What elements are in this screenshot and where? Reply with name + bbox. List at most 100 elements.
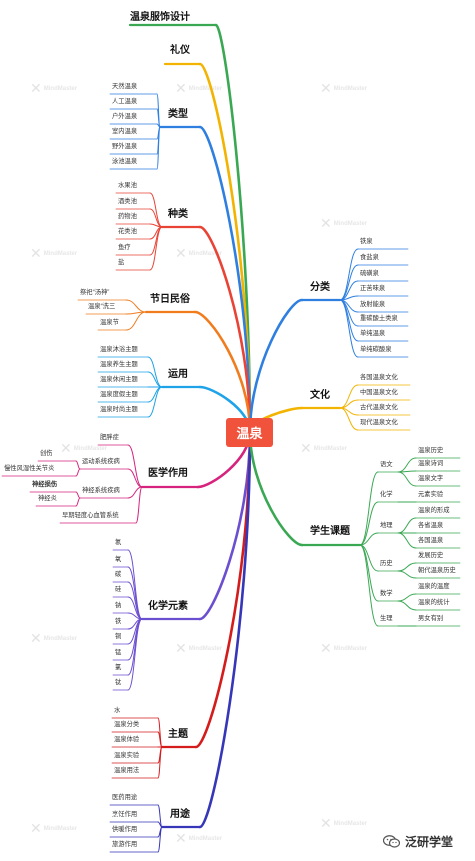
watermark-text: MindMaster [313,445,348,452]
branch-medical[interactable]: 医学作用 [148,468,188,479]
elements-leaf[interactable]: 碳 [115,571,122,578]
medical-leaf-line [75,497,81,507]
study-sub[interactable]: 历史 [380,560,393,567]
study-sub[interactable]: 语文 [380,461,393,468]
culture-leaf[interactable]: 现代温泉文化 [360,419,398,426]
apply-leaf[interactable]: 温泉沐浴主题 [100,346,138,353]
medical-sub[interactable]: 肥胖症 [100,434,119,441]
usage-leaf[interactable]: 供暖作用 [112,826,138,833]
usage-leaf[interactable]: 旅游作用 [112,841,138,848]
medical-leaf[interactable]: 神经炎 [38,495,57,502]
elements-leaf[interactable]: 氡 [115,539,122,546]
culture-leaf[interactable]: 各国温泉文化 [360,374,398,381]
study-leaf[interactable]: 男女有别 [418,615,444,622]
elements-leaf[interactable]: 铜 [115,633,122,640]
types-leaf[interactable]: 户外温泉 [112,113,138,120]
kinds-leaf[interactable]: 药物池 [118,213,137,220]
kinds-leaf[interactable]: 酒类池 [118,198,137,205]
kinds-leaf[interactable]: 鱼疗 [118,244,131,251]
branch-types[interactable]: 类型 [168,109,188,120]
branch-elements[interactable]: 化学元素 [148,601,188,612]
types-leaf[interactable]: 人工温泉 [112,98,138,105]
usage-leaf-line [157,826,163,853]
classification-leaf[interactable]: 铁泉 [360,238,373,245]
theme-leaf[interactable]: 温泉分类 [114,721,140,728]
types-leaf[interactable]: 天然温泉 [112,83,138,90]
classification-leaf[interactable]: 单纯温泉 [360,330,386,337]
usage-leaf[interactable]: 医药用途 [112,794,138,801]
medical-leaf-line [75,468,81,477]
study-leaf[interactable]: 温泉的统计 [418,599,450,606]
apply-leaf[interactable]: 温泉时尚主题 [100,406,138,413]
branch-apply[interactable]: 运用 [168,369,188,380]
study-leaf[interactable]: 温泉诗词 [418,460,444,467]
branch-etiquette[interactable]: 礼仪 [170,45,190,56]
kinds-leaf[interactable]: 盐 [118,259,125,266]
elements-leaf[interactable]: 氧 [115,556,122,563]
study-leaf[interactable]: 元素实验 [418,491,444,498]
study-leaf[interactable]: 发展历史 [418,552,444,559]
types-leaf[interactable]: 泳池温泉 [112,158,138,165]
elements-leaf[interactable]: 锰 [115,649,122,656]
study-leaf[interactable]: 温泉的温度 [418,583,450,590]
watermark-logo-icon: ✕ [300,440,312,456]
study-leaf[interactable]: 各省温泉 [418,522,444,529]
usage-leaf[interactable]: 烹饪作用 [112,811,138,818]
study-sub[interactable]: 数学 [380,590,393,597]
study-leaf[interactable]: 温泉文字 [418,475,444,482]
study-leaf[interactable]: 温泉的形成 [418,507,450,514]
classification-leaf[interactable]: 正苦味泉 [360,285,386,292]
theme-leaf[interactable]: 水 [114,707,121,714]
study-sub[interactable]: 地理 [380,522,393,529]
branch-design[interactable]: 温泉服饰设计 [130,12,190,23]
elements-leaf[interactable]: 钠 [115,602,122,609]
branch-study[interactable]: 学生课题 [310,526,350,537]
classification-leaf[interactable]: 重碳酸土类泉 [360,315,398,322]
classification-leaf[interactable]: 单纯碳酸泉 [360,346,392,353]
festival-leaf[interactable]: 祭祀“汤神” [80,289,110,296]
branch-culture[interactable]: 文化 [310,390,330,401]
medical-sub[interactable]: 神经系统疾病 [82,487,120,494]
elements-leaf[interactable]: 氯 [115,664,122,671]
study-sub[interactable]: 生理 [380,615,393,622]
branch-festival[interactable]: 节日民俗 [150,294,190,305]
festival-leaf[interactable]: 温泉节 [100,319,119,326]
theme-leaf[interactable]: 温泉实验 [114,752,140,759]
apply-leaf[interactable]: 温泉养生主题 [100,361,138,368]
study-sub[interactable]: 化学 [380,491,393,498]
branch-usage[interactable]: 用途 [170,809,190,820]
watermark: ✕MindMaster [175,80,222,97]
medical-leaf[interactable]: 神经损伤 [32,481,58,488]
central-topic[interactable]: 温泉 [226,418,273,447]
kinds-leaf[interactable]: 水果池 [118,182,137,189]
apply-leaf[interactable]: 温泉度假主题 [100,391,138,398]
elements-leaf[interactable]: 铁 [115,618,122,625]
medical-leaf[interactable]: 慢性风湿性关节炎 [4,465,55,472]
branch-theme[interactable]: 主题 [168,729,188,740]
types-leaf[interactable]: 野外温泉 [112,143,138,150]
classification-leaf[interactable]: 放射能泉 [360,301,386,308]
classification-leaf[interactable]: 硫磺泉 [360,270,379,277]
kinds-leaf[interactable]: 花类池 [118,228,137,235]
theme-leaf[interactable]: 温泉体验 [114,736,140,743]
wechat-icon [383,835,400,848]
medical-sub[interactable]: 运动系统疾病 [82,458,120,465]
elements-leaf[interactable]: 硅 [115,586,122,593]
types-leaf[interactable]: 室内温泉 [112,128,138,135]
medical-sub[interactable]: 早期轻度心血管系统 [62,512,119,519]
medical-leaf[interactable]: 创伤 [40,450,53,457]
theme-leaf[interactable]: 温泉用法 [114,767,140,774]
apply-leaf[interactable]: 温泉休闲主题 [100,376,138,383]
watermark-text: MindMaster [43,635,78,642]
branch-kinds[interactable]: 种类 [168,209,188,220]
culture-leaf[interactable]: 古代温泉文化 [360,404,398,411]
study-leaf[interactable]: 温泉历史 [418,447,444,454]
study-sub-line [359,544,379,602]
study-leaf[interactable]: 各国温泉 [418,537,444,544]
festival-leaf[interactable]: 温泉“洗三 [88,303,116,310]
classification-leaf[interactable]: 食盐泉 [360,254,379,261]
elements-leaf[interactable]: 钛 [115,679,122,686]
study-leaf[interactable]: 朝代温泉历史 [418,567,456,574]
branch-classification[interactable]: 分类 [310,282,330,293]
culture-leaf[interactable]: 中国温泉文化 [360,389,398,396]
